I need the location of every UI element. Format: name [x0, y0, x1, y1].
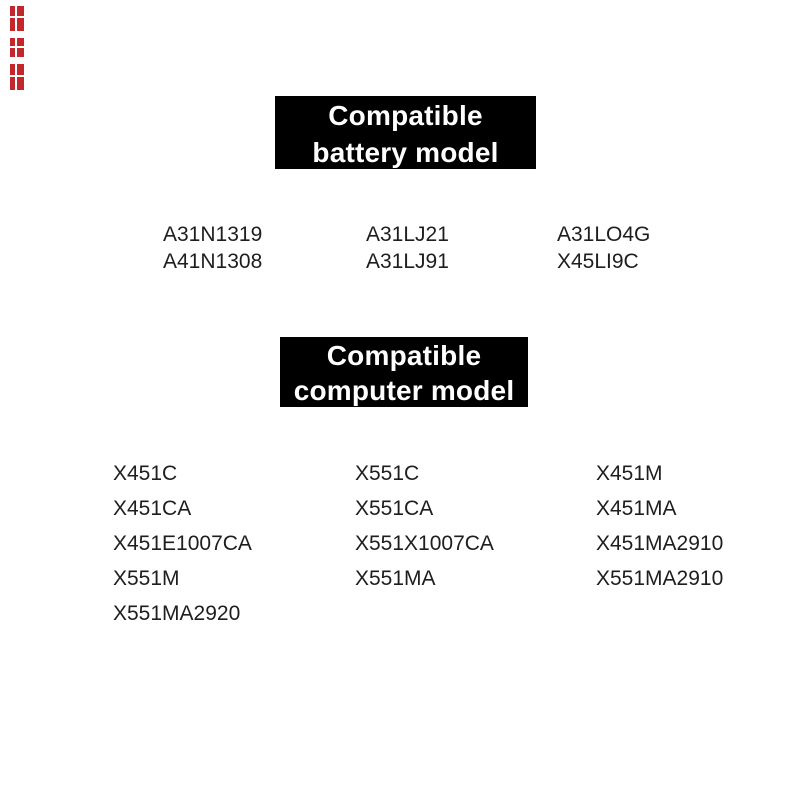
- battery-model-column: A31N1319 A41N1308: [163, 221, 262, 275]
- computer-model: X551M: [113, 567, 180, 590]
- battery-model: A41N1308: [163, 250, 263, 273]
- computer-model: X551MA: [355, 567, 436, 590]
- battery-model-column: A31LJ21 A31LJ91: [366, 221, 449, 275]
- banner-line: computer model: [293, 375, 515, 406]
- computer-model: X451E1007CA: [113, 532, 252, 555]
- computer-model-column: X451C X451CA X451E1007CA X551M X551MA292…: [113, 456, 252, 631]
- computer-model: X451MA2910: [596, 532, 724, 555]
- battery-model: A31N1319: [163, 223, 263, 246]
- battery-model: A31LO4G: [557, 223, 651, 246]
- battery-model-column: A31LO4G X45LI9C: [557, 221, 650, 275]
- computer-model: X551MA2910: [596, 567, 724, 590]
- battery-section-banner: Compatible battery model: [275, 96, 536, 169]
- red-vertical-mark-icon: [10, 64, 24, 90]
- computer-model: X451C: [113, 462, 178, 485]
- computer-model: X451CA: [113, 497, 192, 520]
- computer-model: X551CA: [355, 497, 434, 520]
- computer-section-banner: Compatible computer model: [280, 337, 528, 407]
- battery-model: X45LI9C: [557, 250, 639, 273]
- banner-line: Compatible: [326, 339, 482, 371]
- computer-model: X551MA2920: [113, 602, 241, 625]
- battery-model: A31LJ91: [366, 250, 449, 273]
- computer-model: X451M: [596, 462, 663, 485]
- computer-model: X451MA: [596, 497, 677, 520]
- banner-line: battery model: [312, 137, 499, 168]
- computer-model-column: X451M X451MA X451MA2910 X551MA2910: [596, 456, 723, 596]
- computer-model: X551C: [355, 462, 420, 485]
- banner-line: Compatible: [328, 100, 483, 131]
- corner-marks-group: [10, 6, 26, 97]
- red-vertical-mark-icon: [10, 38, 24, 57]
- computer-model: X551X1007CA: [355, 532, 494, 555]
- battery-model: A31LJ21: [366, 223, 449, 246]
- computer-model-column: X551C X551CA X551X1007CA X551MA: [355, 456, 494, 596]
- red-vertical-mark-icon: [10, 6, 24, 31]
